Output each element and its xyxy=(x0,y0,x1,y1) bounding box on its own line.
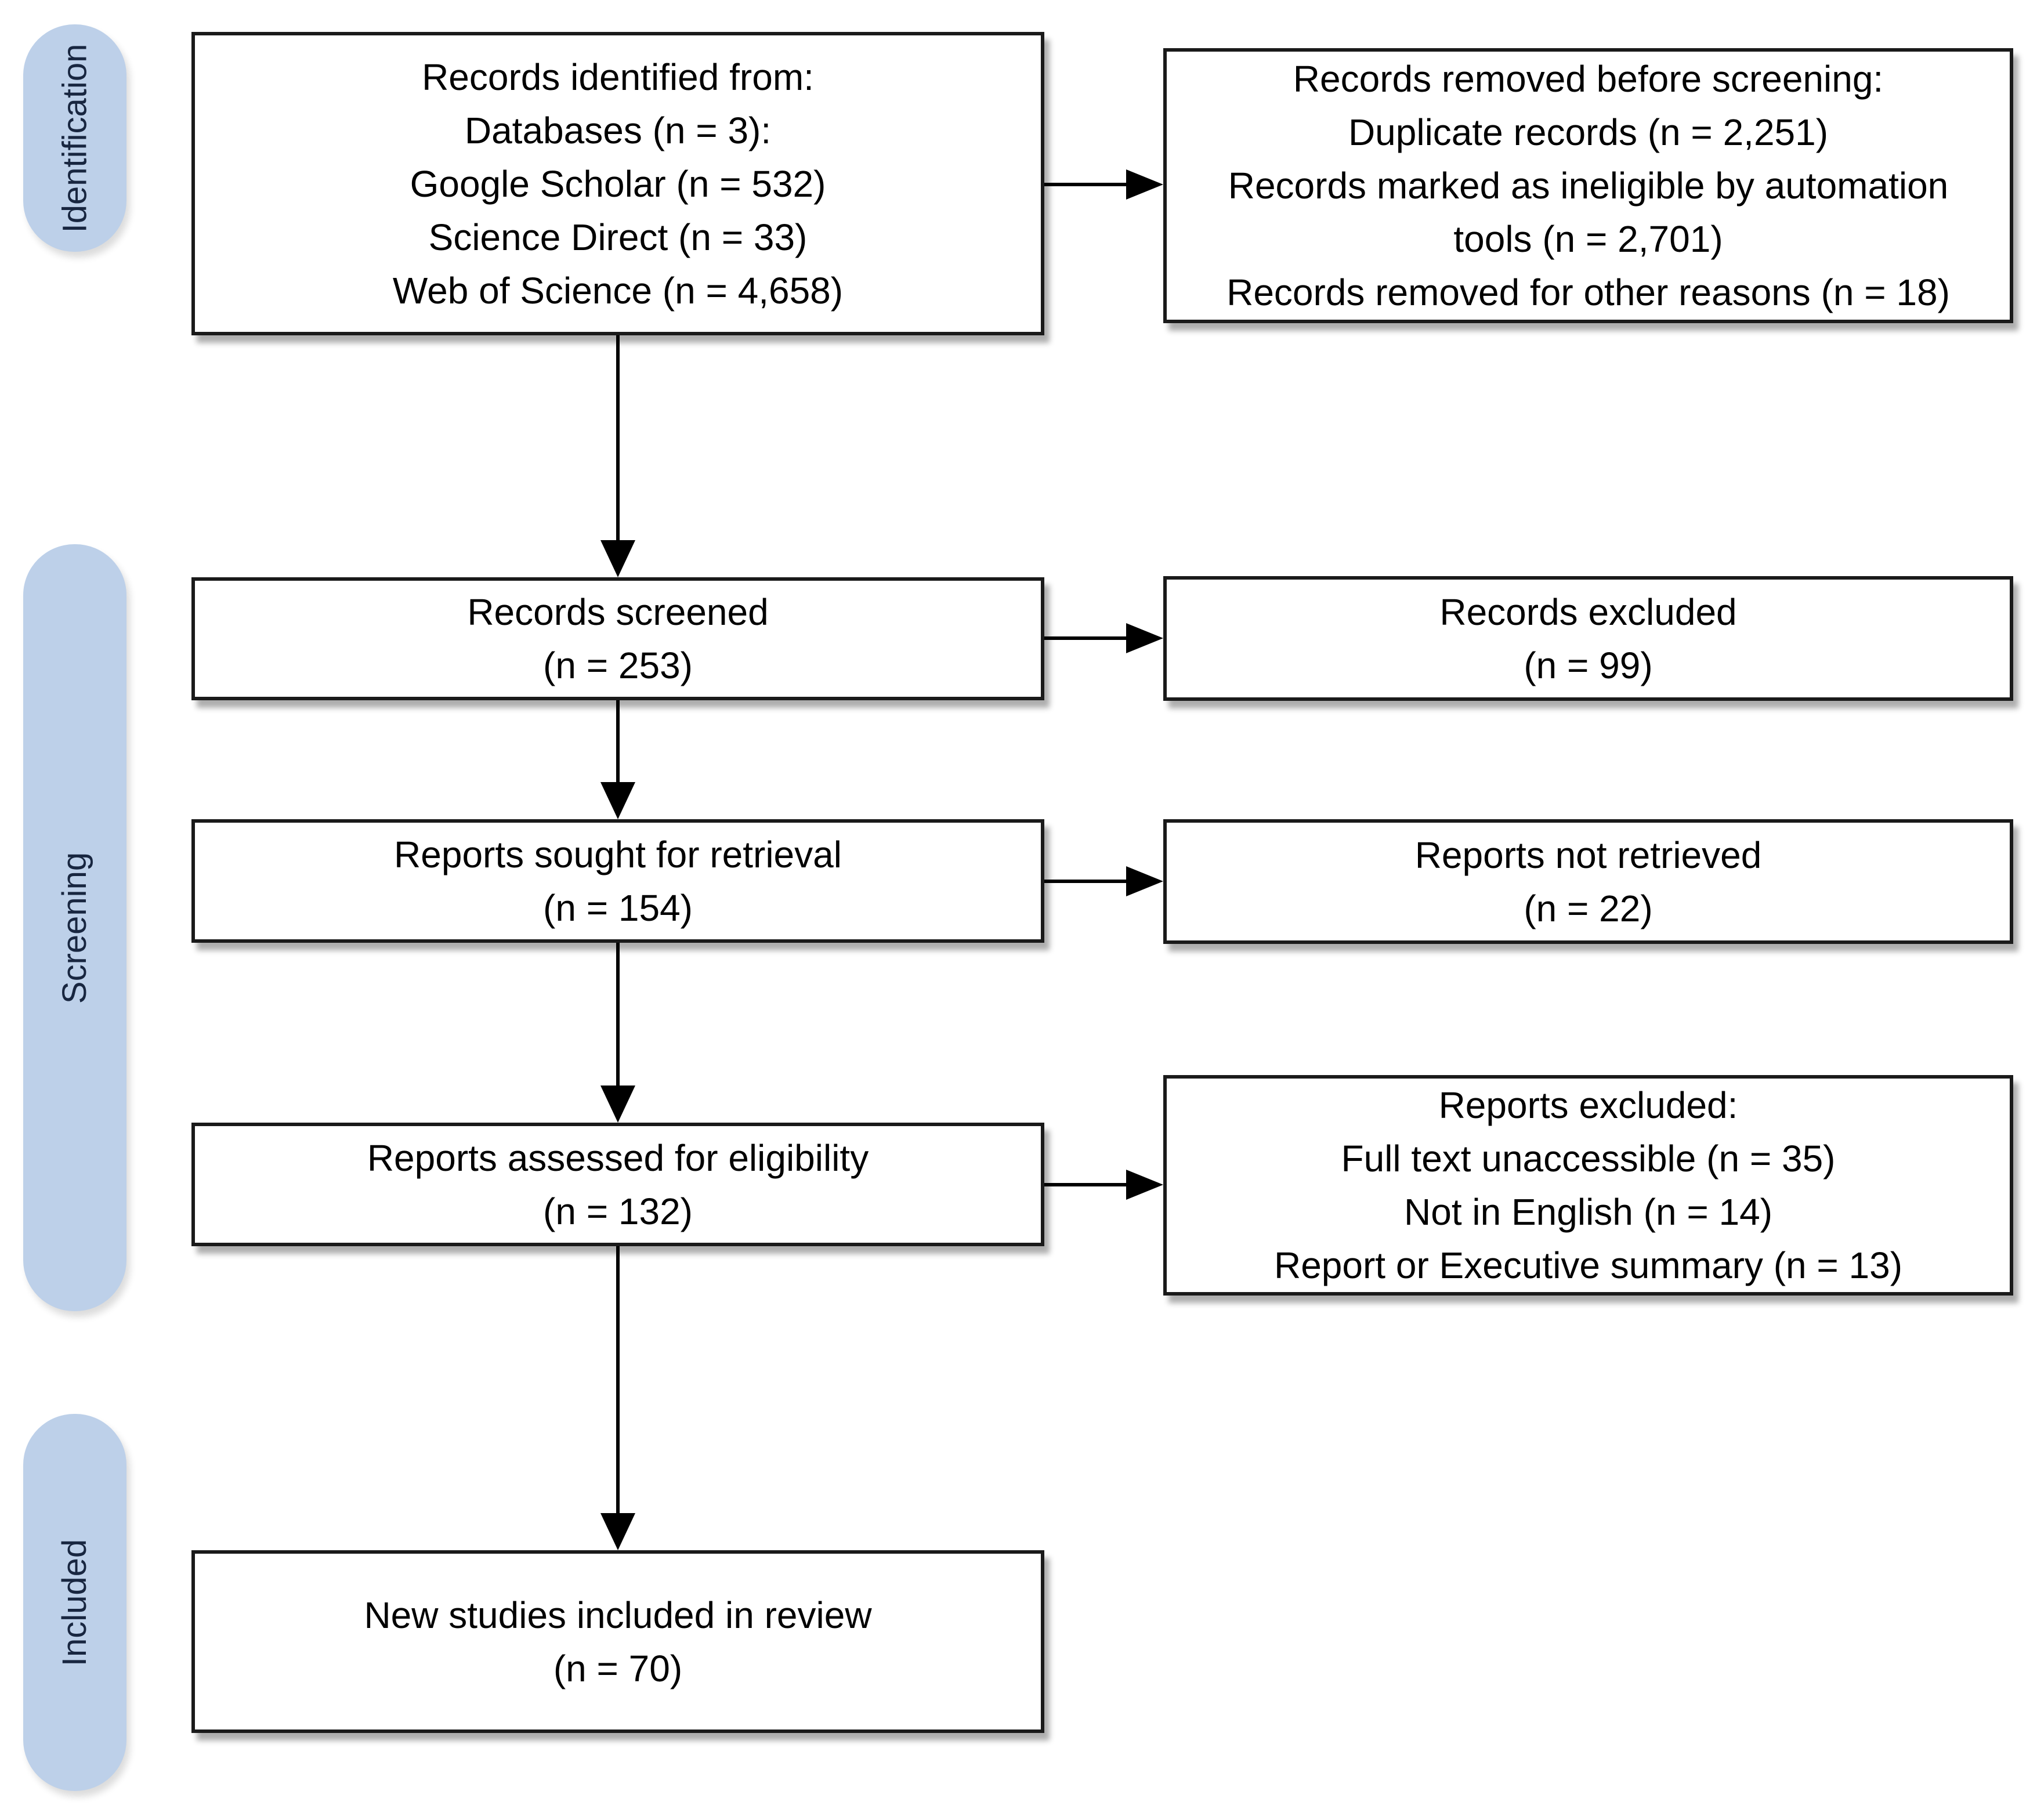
box-reports-not-retrieved: Reports not retrieved (n = 22) xyxy=(1163,819,2013,944)
box-records-identified: Records identified from: Databases (n = … xyxy=(191,32,1044,335)
arrow-line-assessed-to-included xyxy=(616,1246,620,1517)
arrowhead-screened-to-sought xyxy=(600,782,635,819)
arrowhead-sought-to-not-retrieved xyxy=(1126,866,1163,896)
stage-pill-screening: Screening xyxy=(23,544,126,1311)
box-records-excluded: Records excluded (n = 99) xyxy=(1163,576,2013,701)
stage-label-identification: Identification xyxy=(56,44,94,233)
arrowhead-identified-to-screened xyxy=(600,540,635,577)
box-reports-excluded: Reports excluded: Full text unaccessible… xyxy=(1163,1075,2013,1296)
stage-label-included: Included xyxy=(56,1539,94,1666)
arrow-line-assessed-to-reports-excluded xyxy=(1044,1183,1128,1186)
box-new-studies-included-in-review: New studies included in review (n = 70) xyxy=(191,1550,1044,1733)
arrow-line-screened-to-excluded xyxy=(1044,636,1128,640)
arrow-line-sought-to-not-retrieved xyxy=(1044,880,1128,883)
stage-label-screening: Screening xyxy=(56,852,94,1004)
stage-pill-identification: Identification xyxy=(23,24,126,252)
box-reports-sought-for-retrieval: Reports sought for retrieval (n = 154) xyxy=(191,819,1044,943)
arrow-line-identified-to-removed xyxy=(1044,183,1128,186)
box-records-removed-before-screening: Records removed before screening: Duplic… xyxy=(1163,48,2013,323)
box-records-screened: Records screened (n = 253) xyxy=(191,577,1044,700)
arrowhead-assessed-to-reports-excluded xyxy=(1126,1170,1163,1200)
arrow-line-sought-to-assessed xyxy=(616,943,620,1090)
arrowhead-identified-to-removed xyxy=(1126,169,1163,200)
arrowhead-sought-to-assessed xyxy=(600,1086,635,1123)
arrowhead-assessed-to-included xyxy=(600,1513,635,1550)
box-reports-assessed-for-eligibility: Reports assessed for eligibility (n = 13… xyxy=(191,1123,1044,1246)
arrowhead-screened-to-excluded xyxy=(1126,623,1163,653)
arrow-line-screened-to-sought xyxy=(616,700,620,786)
stage-pill-included: Included xyxy=(23,1414,126,1791)
arrow-line-identified-to-screened xyxy=(616,335,620,544)
